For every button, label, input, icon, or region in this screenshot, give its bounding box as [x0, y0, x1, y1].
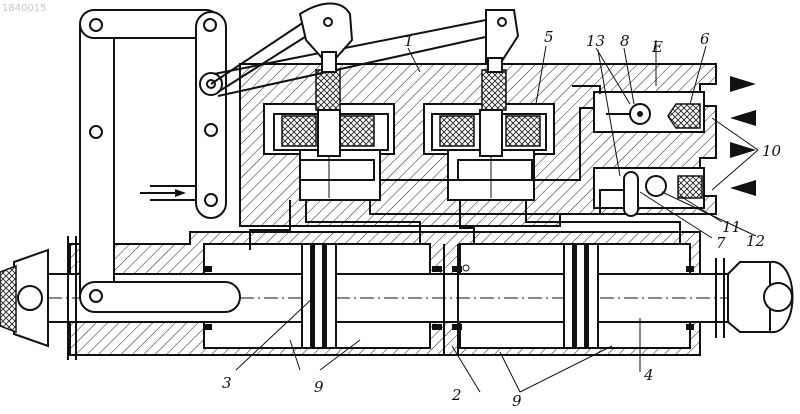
- spool-handle-right: [486, 10, 518, 72]
- label-7: 7: [716, 234, 726, 252]
- label-2: 2: [451, 386, 462, 404]
- label-10: 10: [762, 142, 782, 160]
- label-8: 8: [620, 32, 630, 50]
- label-3: 3: [222, 374, 232, 392]
- label-12: 12: [746, 232, 765, 250]
- label-1: 1: [404, 32, 414, 50]
- spool-handle-left: [300, 4, 352, 73]
- label-4: 4: [643, 366, 654, 384]
- label-13: 13: [586, 32, 605, 50]
- flow-arrows: [730, 76, 756, 196]
- label-5: 5: [544, 28, 554, 46]
- watermark-text: 1840015: [2, 3, 47, 14]
- label-E: E: [651, 38, 663, 56]
- label-9-left: 9: [314, 378, 324, 396]
- piston-rod-end-right: [716, 258, 793, 338]
- label-9-right: 9: [512, 392, 522, 410]
- label-11: 11: [722, 218, 741, 236]
- label-6: 6: [700, 30, 710, 48]
